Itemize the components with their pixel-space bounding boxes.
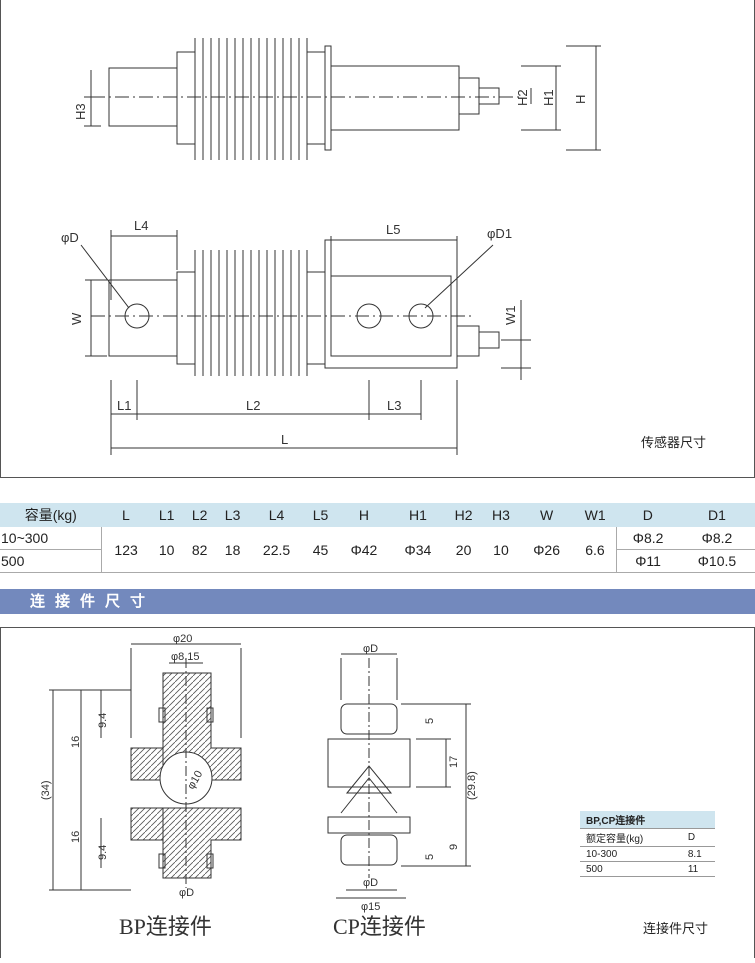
col-L4: L4 (249, 503, 304, 527)
dim-5-top: 5 (424, 718, 436, 724)
col-L2: L2 (183, 503, 217, 527)
dim-17: 17 (448, 756, 460, 768)
dim-phi20: φ20 (173, 633, 192, 645)
dim-W: W (69, 312, 84, 325)
dim-16-bottom: 16 (70, 831, 82, 843)
section-title: 连接件尺寸 (0, 589, 755, 614)
dim-phi8-15: φ8.15 (171, 651, 200, 663)
small-col-capacity: 额定容量(kg) (580, 828, 682, 847)
sensor-drawing-panel: H3 H2 H1 H φD L4 L5 φD1 W W1 L1 L2 L3 L … (0, 0, 755, 478)
dim-16-top: 16 (70, 736, 82, 748)
col-W1: W1 (573, 503, 617, 527)
col-L3: L3 (216, 503, 250, 527)
col-L5: L5 (303, 503, 337, 527)
col-H: H (336, 503, 391, 527)
dim-H2: H2 (515, 89, 530, 106)
cell-H1: Φ34 (390, 527, 445, 573)
col-W: W (519, 503, 574, 527)
table-row: 10~300 123 10 82 18 22.5 45 Φ42 Φ34 20 1… (0, 527, 755, 573)
dim-9-4-bottom: 9.4 (97, 845, 109, 860)
bp-title: BP连接件 (119, 914, 212, 939)
small-col-D: D (681, 828, 715, 847)
dim-H: H (573, 95, 588, 104)
dim-phiD: φD (61, 230, 79, 245)
cell-W1: 6.6 (573, 527, 618, 573)
dim-L1: L1 (117, 398, 131, 413)
col-H3: H3 (482, 503, 520, 527)
col-D1: D1 (678, 503, 755, 527)
dim-29-8: (29.8) (466, 771, 478, 800)
dim-H1: H1 (541, 89, 556, 106)
dim-L3: L3 (387, 398, 401, 413)
col-H1: H1 (390, 503, 445, 527)
dim-L5: L5 (386, 222, 400, 237)
cp-title: CP连接件 (333, 914, 426, 939)
dim-phiD-cp-top: φD (363, 643, 378, 655)
dim-34: (34) (40, 780, 52, 800)
cell-D: 11 (681, 861, 715, 877)
col-L1: L1 (150, 503, 184, 527)
cell-capacity: 10~300 (0, 527, 103, 550)
dim-phi15: φ15 (361, 901, 380, 913)
cell-L2: 82 (183, 527, 217, 573)
dim-phiD-bp: φD (179, 887, 194, 899)
cell-capacity: 10-300 (580, 846, 682, 862)
connector-drawings: φ20 φ8.15 9.4 16 (34) 16 9.4 φ10 φD BP连接… (40, 633, 478, 939)
dim-L2: L2 (246, 398, 260, 413)
connector-caption: 连接件尺寸 (643, 921, 709, 936)
cell-L4: 22.5 (249, 527, 304, 573)
connector-drawing-panel: φ20 φ8.15 9.4 16 (34) 16 9.4 φ10 φD BP连接… (0, 627, 755, 958)
cell-L: 123 (101, 527, 151, 573)
dim-L4: L4 (134, 218, 148, 233)
col-H2: H2 (444, 503, 483, 527)
cell-H: Φ42 (336, 527, 391, 573)
col-capacity: 容量(kg) (0, 503, 102, 527)
cell-D: Φ8.2 (616, 527, 679, 550)
cell-H2: 20 (444, 527, 483, 573)
cell-capacity: 500 (580, 861, 682, 877)
cell-capacity: 500 (0, 549, 103, 573)
table-row: 500 Φ11 Φ10.5 (0, 549, 755, 573)
dim-H3: H3 (73, 103, 88, 120)
dim-5-bottom: 5 (424, 854, 436, 860)
bellows-top (194, 38, 308, 160)
col-L: L (101, 503, 151, 527)
table-header: 容量(kg) L L1 L2 L3 L4 L5 H H1 H2 H3 W W1 … (0, 503, 755, 527)
cell-D: 8.1 (681, 846, 715, 862)
col-D: D (616, 503, 679, 527)
dim-phiD-cp-bottom: φD (363, 877, 378, 889)
cell-H3: 10 (482, 527, 520, 573)
cell-D: Φ11 (616, 549, 679, 573)
cell-L1: 10 (150, 527, 184, 573)
dim-9-4-top: 9.4 (97, 713, 109, 728)
spec-table: 容量(kg) L L1 L2 L3 L4 L5 H H1 H2 H3 W W1 … (0, 503, 755, 573)
dim-phiD1: φD1 (487, 226, 512, 241)
dim-L: L (281, 432, 288, 447)
cell-W: Φ26 (519, 527, 574, 573)
cp-connector-drawing: φD 5 17 (29.8) 9 5 φD φ15 CP连接件 (327, 643, 478, 939)
sensor-caption: 传感器尺寸 (641, 435, 707, 450)
dim-W1: W1 (503, 306, 518, 326)
cell-D1: Φ8.2 (678, 527, 755, 550)
cell-L5: 45 (303, 527, 337, 573)
bp-connector-drawing: φ20 φ8.15 9.4 16 (34) 16 9.4 φ10 φD BP连接… (40, 633, 242, 939)
cell-L3: 18 (216, 527, 250, 573)
sensor-dimension-drawing: H3 H2 H1 H φD L4 L5 φD1 W W1 L1 L2 L3 L (61, 38, 601, 455)
dim-9: 9 (448, 844, 460, 850)
small-table-title: BP,CP连接件 (580, 811, 715, 829)
cell-D1: Φ10.5 (678, 549, 755, 573)
